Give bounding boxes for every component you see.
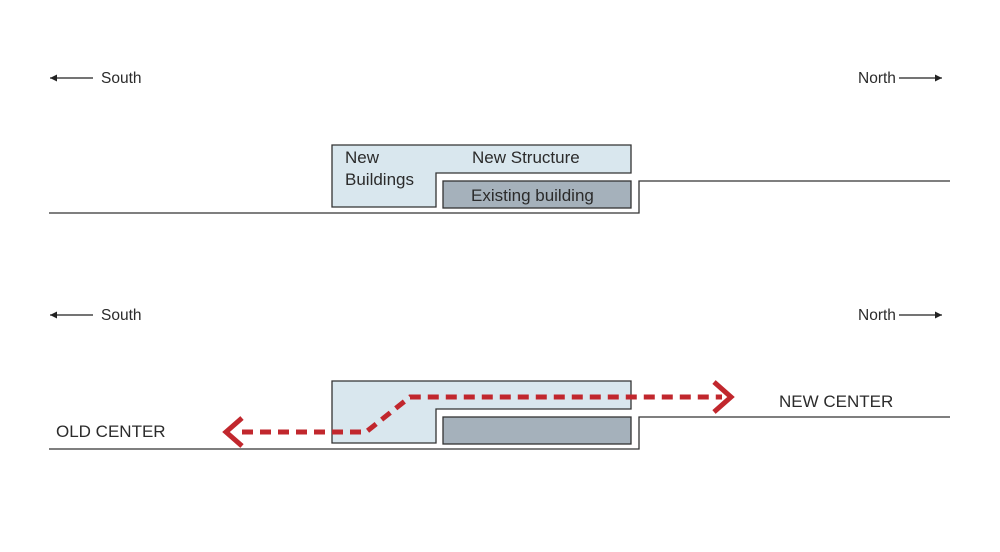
new-center-label: NEW CENTER bbox=[779, 392, 893, 411]
new-structure-shape bbox=[331, 144, 632, 208]
existing-building-label: Existing building bbox=[471, 186, 594, 205]
new-buildings-label-line2: Buildings bbox=[345, 170, 414, 189]
ground-line bbox=[49, 180, 950, 214]
existing-building-shape bbox=[442, 180, 632, 209]
south-label: South bbox=[101, 307, 142, 324]
south-arrow-icon bbox=[50, 311, 93, 319]
route-dashed-line bbox=[242, 394, 722, 435]
new-structure-label: New Structure bbox=[472, 148, 580, 167]
connection-route-arrow bbox=[222, 380, 735, 448]
north-arrow-icon bbox=[899, 311, 942, 319]
north-label: North bbox=[858, 307, 896, 324]
south-arrow-icon bbox=[50, 74, 93, 82]
north-arrow-icon bbox=[899, 74, 942, 82]
route-arrowhead-right-icon bbox=[712, 380, 735, 414]
bottom-section: South North OLD CENTER NEW CENTER bbox=[49, 307, 950, 450]
ground-line bbox=[49, 416, 950, 450]
existing-building-shape bbox=[442, 416, 632, 445]
old-center-label: OLD CENTER bbox=[56, 422, 166, 441]
route-arrowhead-left-icon bbox=[222, 416, 244, 448]
north-label: North bbox=[858, 70, 896, 87]
new-buildings-label-line1: New bbox=[345, 148, 380, 167]
top-section: South North New Buildings New Structure … bbox=[49, 70, 950, 214]
south-label: South bbox=[101, 70, 142, 87]
